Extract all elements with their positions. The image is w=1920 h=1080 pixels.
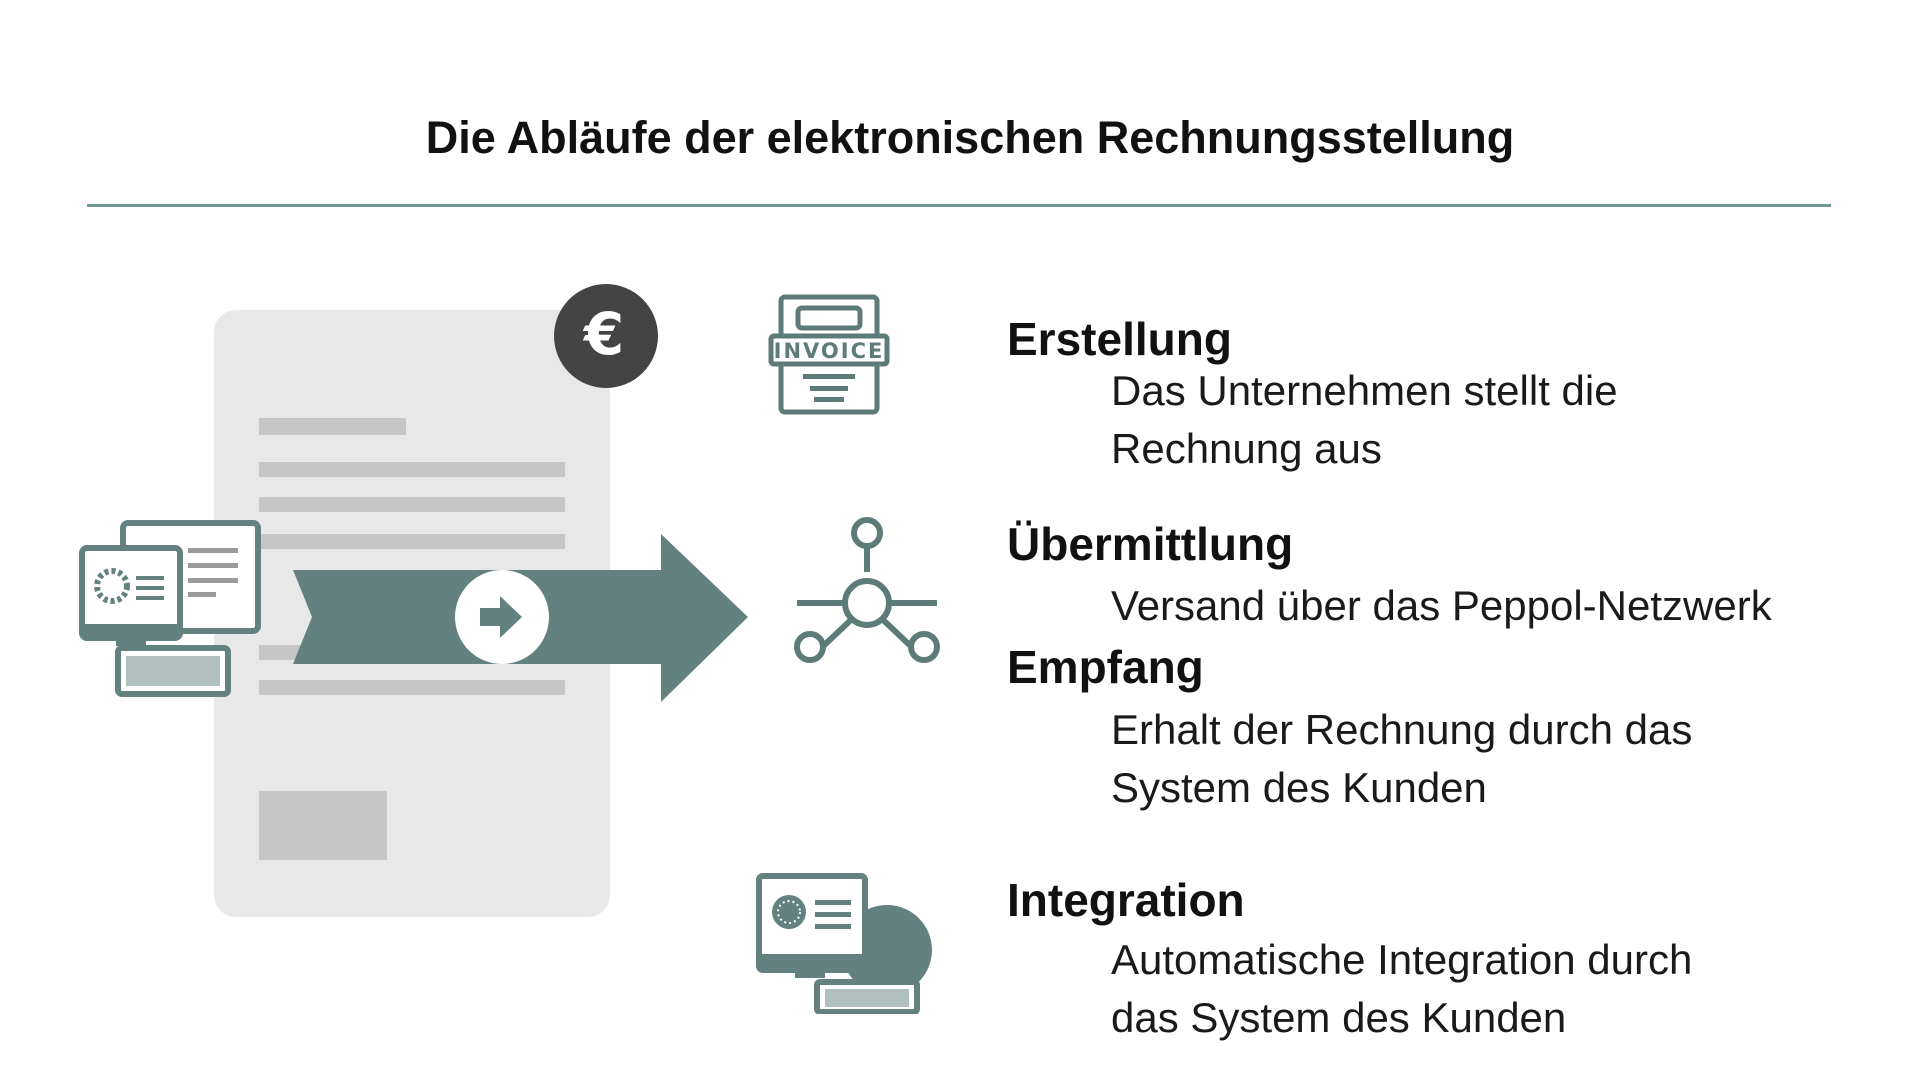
step-empfang-text-2: System des Kunden bbox=[1111, 764, 1487, 811]
integration-computer-icon bbox=[756, 873, 932, 1014]
step-erstellung-text-2: Rechnung aus bbox=[1111, 425, 1382, 472]
invoice-icon: INVOICE bbox=[768, 294, 890, 415]
euro-icon: € bbox=[554, 284, 658, 388]
step-uebermittlung-text-1: Versand über das Peppol-Netzwerk bbox=[1111, 582, 1772, 629]
step-integration-text-2: das System des Kunden bbox=[1111, 994, 1567, 1041]
title-divider bbox=[87, 204, 1831, 207]
computers-icon bbox=[79, 520, 261, 697]
step-empfang-text-1: Erhalt der Rechnung durch das bbox=[1111, 706, 1693, 753]
step-erstellung-text-1: Das Unternehmen stellt die bbox=[1111, 367, 1618, 414]
page-title: Die Abläufe der elektronischen Rechnungs… bbox=[425, 112, 1515, 163]
step-uebermittlung-heading: Übermittlung bbox=[1007, 518, 1294, 570]
step-integration-heading: Integration bbox=[1007, 874, 1245, 926]
svg-text:€: € bbox=[582, 300, 624, 368]
arrow-right-icon bbox=[293, 534, 748, 702]
step-erstellung-heading: Erstellung bbox=[1007, 313, 1232, 365]
network-icon bbox=[794, 517, 940, 663]
step-integration-text-1: Automatische Integration durch bbox=[1111, 936, 1693, 983]
step-empfang-heading: Empfang bbox=[1007, 641, 1204, 693]
svg-text:INVOICE: INVOICE bbox=[774, 339, 885, 363]
